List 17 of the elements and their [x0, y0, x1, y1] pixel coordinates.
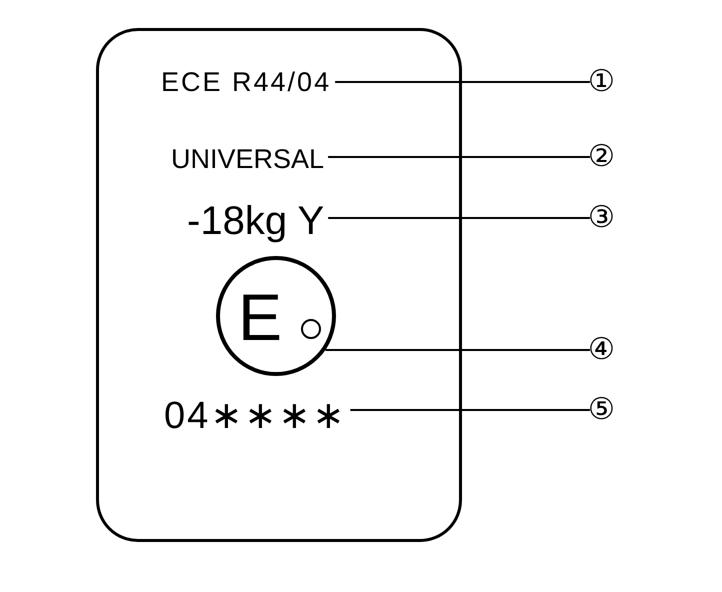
- label-card: [96, 28, 462, 542]
- callout-number: ⑤: [588, 395, 615, 425]
- standard-text: ECE R44/04: [161, 69, 332, 96]
- approval-mark-circle: [216, 256, 336, 376]
- leader-line: [328, 156, 590, 158]
- mark-letter: E: [238, 284, 282, 350]
- approval-number-text: 04∗∗∗∗: [164, 397, 346, 435]
- leader-line: [335, 81, 590, 83]
- callout-number: ①: [588, 67, 615, 97]
- callout-number: ④: [588, 335, 615, 365]
- callout-number: ③: [588, 203, 615, 233]
- leader-line: [350, 409, 590, 411]
- callout-number: ②: [588, 142, 615, 172]
- leader-line: [328, 217, 590, 219]
- category-text: UNIVERSAL: [171, 146, 324, 173]
- leader-line: [325, 349, 590, 351]
- mass-group-text: -18kg Y: [187, 201, 324, 241]
